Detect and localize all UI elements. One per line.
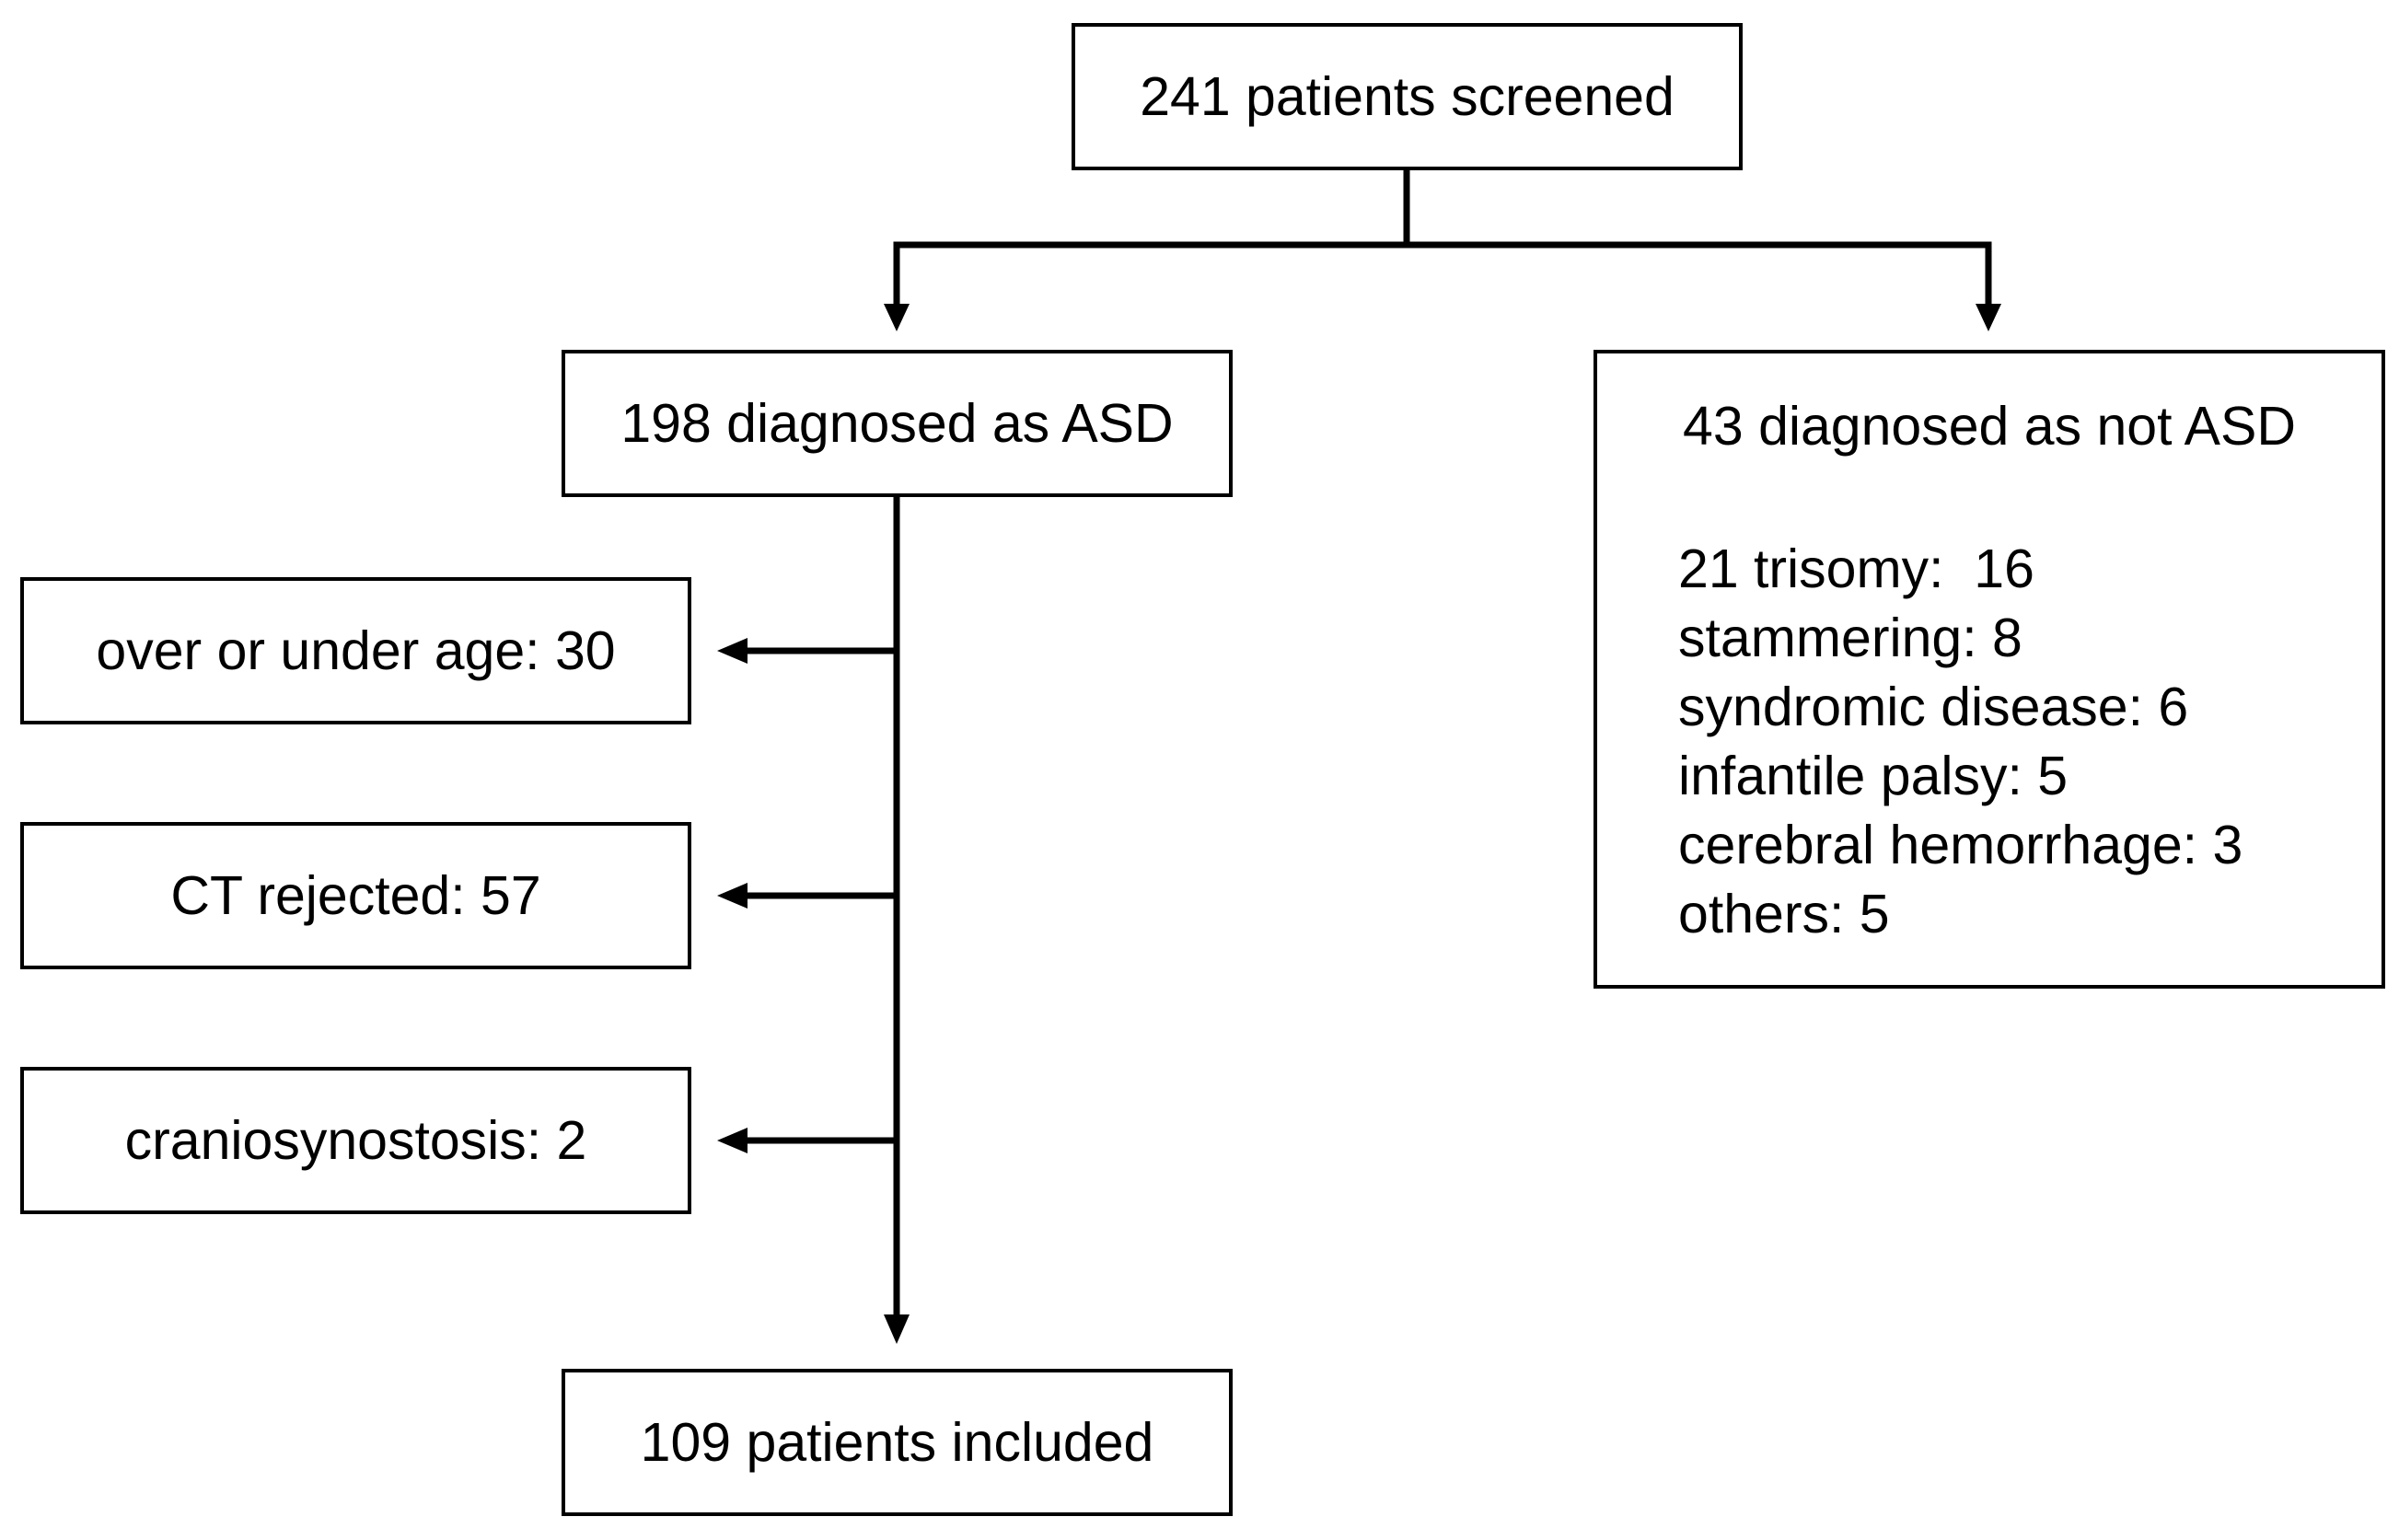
asd-label: 198 diagnosed as ASD [620, 392, 1174, 454]
included-box: 109 patients included [562, 1369, 1233, 1516]
not-asd-item-hemorrhage: cerebral hemorrhage: 3 [1678, 815, 2243, 875]
arrowhead-to-ct [717, 883, 748, 909]
arrowhead-to-included [884, 1314, 910, 1344]
craniosynostosis-label: craniosynostosis: 2 [124, 1109, 587, 1171]
craniosynostosis-box: craniosynostosis: 2 [20, 1067, 691, 1214]
not-asd-item-trisomy: 21 trisomy: 16 [1678, 538, 2034, 599]
ct-rejected-box: CT rejected: 57 [20, 822, 691, 969]
over-under-age-box: over or under age: 30 [20, 577, 691, 724]
not-asd-breakdown-list: 21 trisomy: 16 stammering: 8 syndromic d… [1678, 535, 2243, 949]
arrowhead-to-asd [884, 304, 910, 331]
not-asd-item-stammering: stammering: 8 [1678, 608, 2022, 668]
not-asd-box: 43 diagnosed as not ASD 21 trisomy: 16 s… [1594, 350, 2385, 989]
included-label: 109 patients included [640, 1411, 1154, 1473]
arrowhead-to-age [717, 638, 748, 664]
screened-label: 241 patients screened [1140, 65, 1675, 127]
not-asd-title: 43 diagnosed as not ASD [1683, 396, 2296, 457]
asd-box: 198 diagnosed as ASD [562, 350, 1233, 497]
over-under-age-label: over or under age: 30 [96, 619, 616, 681]
screened-box: 241 patients screened [1072, 23, 1743, 170]
ct-rejected-label: CT rejected: 57 [170, 864, 541, 926]
arrowhead-to-cranio [717, 1128, 748, 1153]
not-asd-item-others: others: 5 [1678, 884, 1890, 944]
not-asd-item-syndromic: syndromic disease: 6 [1678, 677, 2189, 737]
not-asd-item-palsy: infantile palsy: 5 [1678, 746, 2069, 806]
arrowhead-to-not-asd [1976, 304, 2001, 331]
